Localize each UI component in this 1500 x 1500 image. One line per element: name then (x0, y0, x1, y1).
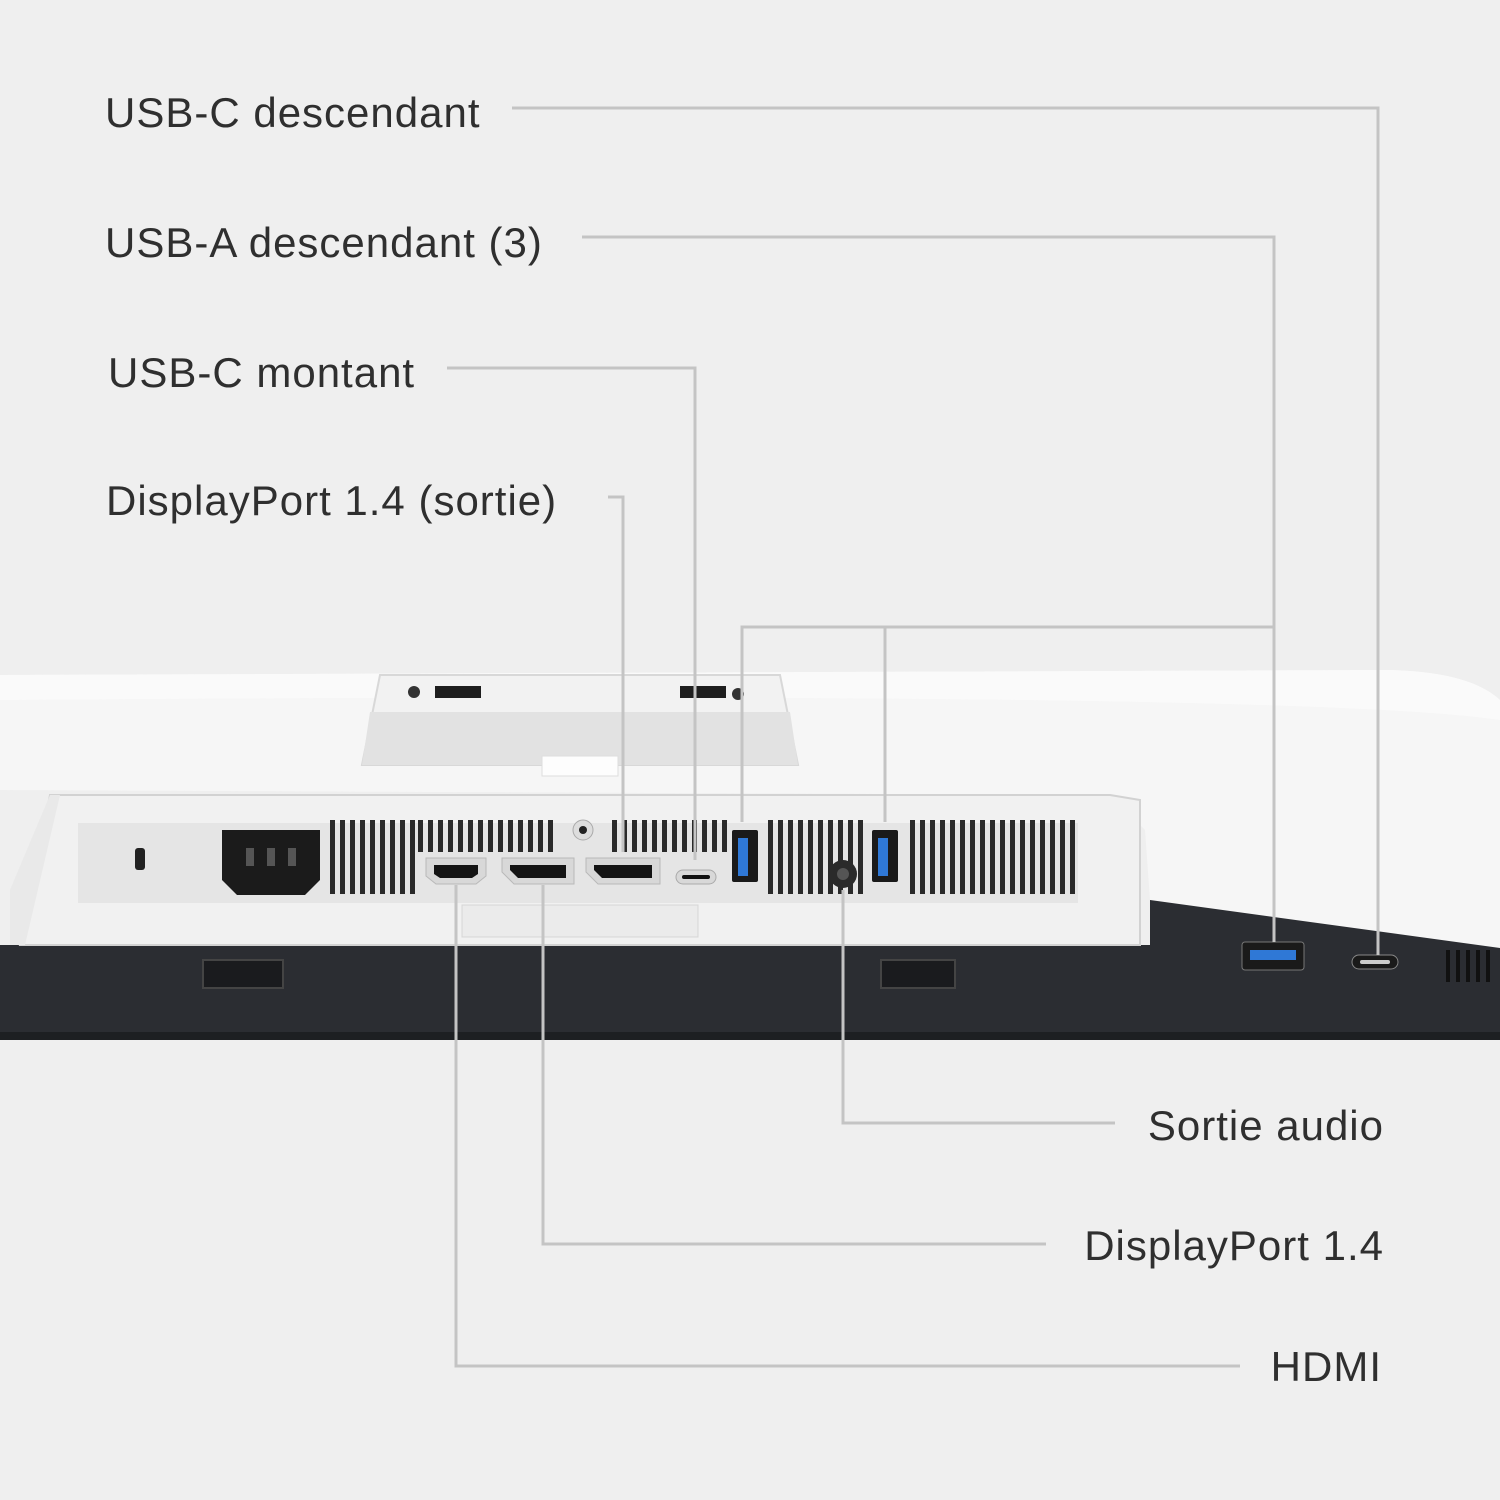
vent-slat (702, 820, 707, 852)
vent-slat (980, 820, 985, 894)
vent-slat (838, 820, 843, 894)
vent-slat (498, 820, 503, 852)
vent-slat (400, 820, 405, 894)
vent-slat (722, 820, 727, 852)
vent-slat (1030, 820, 1035, 894)
vent-slat (788, 820, 793, 894)
vent-slat (940, 820, 945, 894)
vent-slat (818, 820, 823, 894)
leader-usba-branch-1 (740, 625, 1274, 822)
vent-slat (910, 820, 915, 894)
leader-hdmi (454, 885, 1240, 1368)
vent-slat (808, 820, 813, 894)
vent-slat (438, 820, 443, 852)
vent-slat (1040, 820, 1045, 894)
vent-slat (518, 820, 523, 852)
vent-slat (428, 820, 433, 852)
vent-slat (858, 820, 863, 894)
vent-slat (828, 820, 833, 894)
vent-slat (468, 820, 473, 852)
vent-slat (410, 820, 415, 894)
label-dp-in: DisplayPort 1.4 (1084, 1222, 1384, 1269)
vent-slat (330, 820, 335, 894)
vent-slat (930, 820, 935, 894)
vent-slat (960, 820, 965, 894)
vent-slat (1060, 820, 1065, 894)
vent-slat (538, 820, 543, 852)
vent-slat (1050, 820, 1055, 894)
vent-slat (1010, 820, 1015, 894)
side-vent-grille (1446, 950, 1490, 982)
leader-audio (841, 890, 1115, 1125)
vent-slat (448, 820, 453, 852)
vent-slat (478, 820, 483, 852)
vent-slat (508, 820, 513, 852)
vent-slat (360, 820, 365, 894)
leader-usbc-down (512, 106, 1380, 955)
label-usba-down: USB-A descendant (3) (105, 219, 543, 266)
vent-slat (950, 820, 955, 894)
vent-slat (370, 820, 375, 894)
vent-slat (990, 820, 995, 894)
vent-slat (528, 820, 533, 852)
dark-bezel (0, 900, 1500, 1040)
label-dp-out: DisplayPort 1.4 (sortie) (106, 477, 558, 524)
vent-slat (1020, 820, 1025, 894)
leader-lines (447, 106, 1380, 1368)
kensington-lock-icon (135, 848, 145, 870)
label-audio-out: Sortie audio (1147, 1102, 1384, 1149)
vent-slat (920, 820, 925, 894)
vent-slat (390, 820, 395, 894)
vent-slat (682, 820, 687, 852)
label-usbc-up: USB-C montant (108, 349, 416, 396)
vent-slat (970, 820, 975, 894)
vent-slat (458, 820, 463, 852)
foot-pad (202, 959, 284, 989)
vent-slat (1070, 820, 1075, 894)
vent-slat (380, 820, 385, 894)
vent-slat (848, 820, 853, 894)
leader-dp-in (541, 885, 1046, 1246)
label-usbc-down: USB-C descendant (105, 89, 481, 136)
vent-slat (672, 820, 677, 852)
vent-slat (488, 820, 493, 852)
vent-slat (548, 820, 553, 852)
ports (135, 819, 1490, 982)
leader-usbc-up (447, 366, 697, 860)
vent-slat (418, 820, 423, 852)
label-hdmi: HDMI (1270, 1343, 1382, 1390)
vent-slat (632, 820, 637, 852)
vent-slat (798, 820, 803, 894)
vent-slat (340, 820, 345, 894)
vent-slat (642, 820, 647, 852)
leader-dp-out (608, 495, 625, 852)
vent-slat (712, 820, 717, 852)
vent-slat (612, 820, 617, 852)
vent-slat (350, 820, 355, 894)
vent-slat (778, 820, 783, 894)
foot-pad (880, 959, 956, 989)
vent-slat (662, 820, 667, 852)
vent-slat (1000, 820, 1005, 894)
leader-usba-down (582, 235, 1276, 942)
vent-slat (652, 820, 657, 852)
vent-grille (330, 820, 1075, 894)
vent-slat (768, 820, 773, 894)
